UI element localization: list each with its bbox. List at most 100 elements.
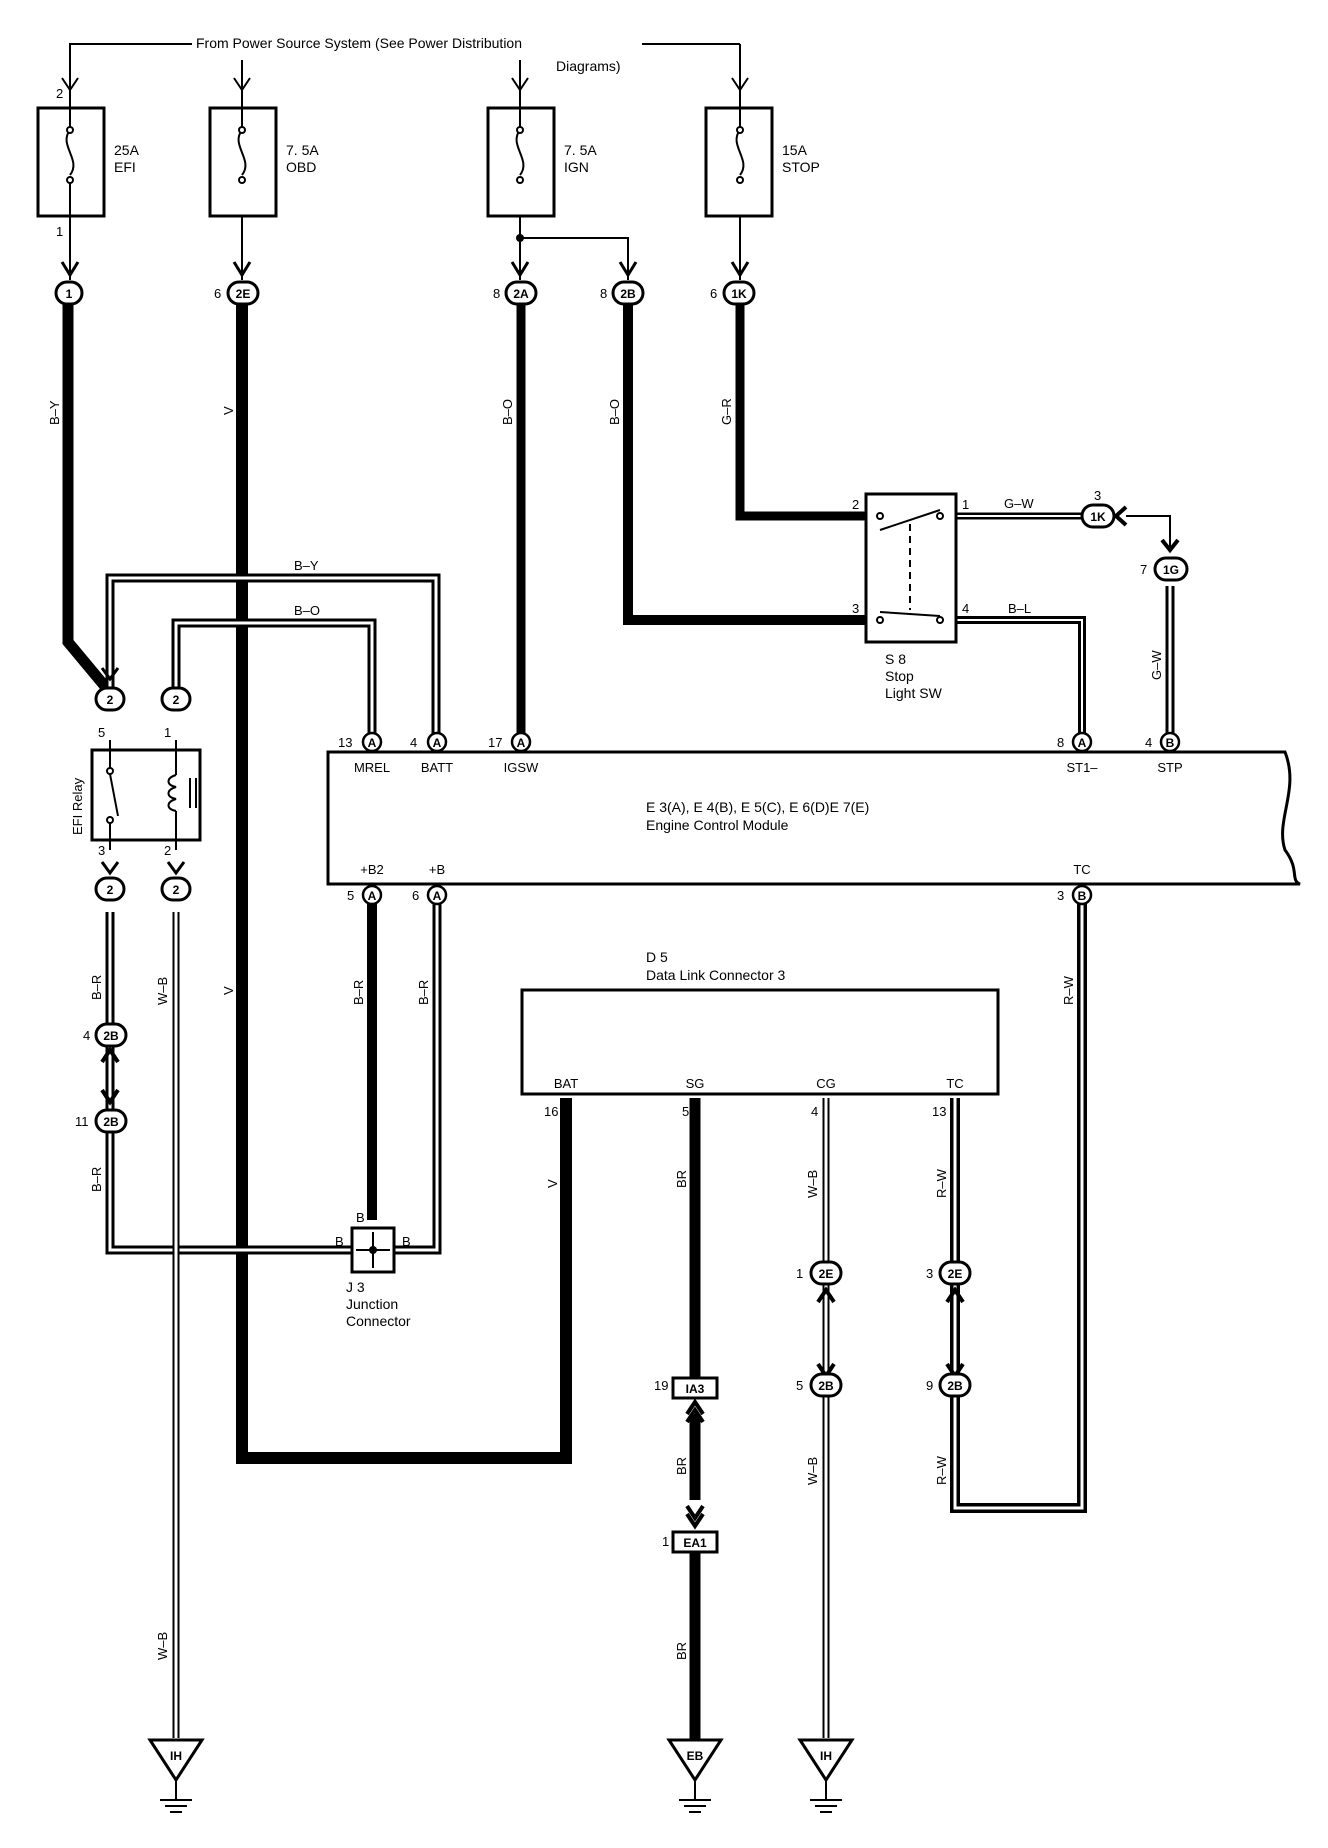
fuse-stop: 15A STOP [704,106,820,218]
junction-line2: Connector [346,1313,411,1329]
svg-text:8: 8 [1057,735,1064,750]
ground-ih-left: IH [147,1738,205,1813]
svg-text:5: 5 [682,1104,689,1119]
svg-text:G–R: G–R [719,398,734,425]
junction-line1: Junction [346,1296,398,1312]
fuse-ign-name: IGN [564,159,589,175]
dlc-name: Data Link Connector 3 [646,967,786,983]
svg-text:R–W: R–W [934,1168,949,1198]
stop-light-switch: 2 1 3 4 S 8 Stop Light SW [852,492,969,701]
connector-2e-3: 3 2E [926,1260,972,1380]
svg-text:2B: 2B [103,1115,119,1129]
header-line1: From Power Source System (See Power Dist… [196,35,522,51]
power-source-header: From Power Source System (See Power Dist… [56,35,749,108]
svg-text:IGSW: IGSW [504,760,539,775]
svg-text:2E: 2E [236,287,251,301]
svg-text:1: 1 [662,1534,669,1549]
svg-text:G–W: G–W [1149,650,1164,680]
svg-text:A: A [517,736,526,750]
connector-2e-1: 1 2E [796,1260,843,1380]
ecm-pin-igsw: 17 A IGSW [488,731,539,775]
svg-text:2: 2 [852,497,859,512]
fuse-obd-name: OBD [286,159,316,175]
svg-text:3: 3 [1057,888,1064,903]
svg-text:BATT: BATT [421,760,453,775]
svg-text:BR: BR [674,1170,689,1188]
heavy-wires [62,300,866,1760]
svg-text:5: 5 [796,1378,803,1393]
svg-text:4: 4 [410,735,417,750]
svg-text:2: 2 [107,693,114,707]
svg-text:A: A [1078,736,1087,750]
ground-ih-right: IH [797,1738,855,1813]
svg-text:STP: STP [1157,760,1182,775]
connector-ea1: 1 EA1 [662,1530,719,1554]
svg-text:8: 8 [493,286,500,301]
svg-text:V: V [221,406,236,415]
svg-text:1: 1 [66,287,73,301]
svg-text:B–L: B–L [1008,601,1031,616]
svg-text:B–O: B–O [500,399,515,425]
svg-text:3: 3 [1094,488,1101,503]
svg-text:6: 6 [214,286,221,301]
relay-connector-top-left: 2 5 [94,667,126,740]
svg-text:ST1–: ST1– [1066,760,1098,775]
ecm-pin-mrel: 13 A MREL [338,731,390,775]
fuse-ign: 7. 5A IGN [486,106,597,218]
fuse-stop-name: STOP [782,159,820,175]
connector-1g: 7 1G [1140,538,1189,582]
svg-text:EB: EB [687,1749,704,1763]
connector-2b-11: 11 2B [75,1108,128,1134]
ecm-line2: Engine Control Module [646,817,789,833]
svg-text:2: 2 [164,843,171,858]
svg-text:8: 8 [600,286,607,301]
svg-text:2: 2 [173,693,180,707]
svg-text:B–R: B–R [416,980,431,1005]
svg-text:IH: IH [820,1749,832,1763]
connector-1k-top: 6 1K [710,280,756,306]
svg-text:A: A [433,736,442,750]
dlc-id: D 5 [646,949,668,965]
svg-text:W–B: W–B [155,977,170,1005]
svg-text:B–O: B–O [607,399,622,425]
svg-text:1: 1 [962,497,969,512]
svg-text:W–B: W–B [805,1457,820,1485]
svg-text:1K: 1K [1090,510,1106,524]
fuse-ign-amp: 7. 5A [564,142,597,158]
fuse-obd: 7. 5A OBD [208,106,319,218]
svg-text:B: B [1078,889,1087,903]
engine-control-module: E 3(A), E 4(B), E 5(C), E 6(D)E 7(E) Eng… [326,731,1301,906]
fuse-efi: 25A EFI 1 [36,106,140,239]
svg-text:V: V [545,1179,560,1188]
ground-eb: EB [666,1738,724,1813]
svg-text:B: B [335,1234,344,1249]
svg-text:V: V [221,986,236,995]
connector-2e-top: 6 2E [214,280,260,306]
fuse-efi-amp: 25A [114,142,140,158]
svg-text:1: 1 [164,725,171,740]
svg-text:1: 1 [796,1266,803,1281]
ecm-pin-tc: TC 3 B [1057,862,1093,906]
svg-text:MREL: MREL [354,760,390,775]
svg-text:2: 2 [173,883,180,897]
svg-text:W–B: W–B [155,1632,170,1660]
fuse-obd-amp: 7. 5A [286,142,319,158]
relay-connector-top-right: 2 1 [160,686,192,740]
svg-text:B–Y: B–Y [294,558,319,573]
connector-2a: 8 2A [493,280,538,306]
svg-text:R–W: R–W [1061,975,1076,1005]
svg-text:B: B [402,1234,411,1249]
connector-2b-9: 9 2B [926,1372,972,1398]
junction-connector: B B B J 3 Junction Connector [335,1210,411,1329]
svg-text:A: A [368,736,377,750]
svg-text:13: 13 [932,1104,946,1119]
svg-text:TC: TC [946,1076,963,1091]
svg-text:2E: 2E [948,1267,963,1281]
relay-connector-bottom-left: 3 2 [94,843,126,902]
stop-switch-line2: Light SW [885,685,943,701]
svg-text:A: A [368,889,377,903]
svg-text:TC: TC [1073,862,1090,877]
svg-text:3: 3 [926,1266,933,1281]
svg-text:5: 5 [347,888,354,903]
